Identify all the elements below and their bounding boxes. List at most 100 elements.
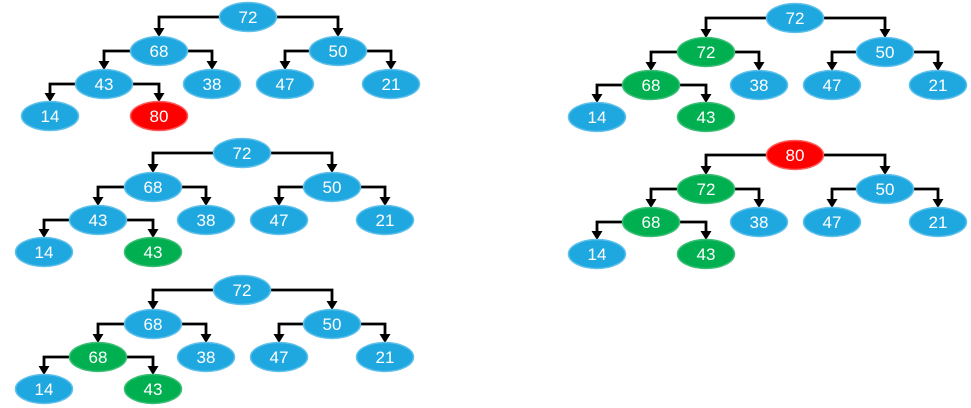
heap-node-L: 72 [676,173,736,205]
heap-node-value: 72 [233,281,252,300]
heap-node-ellipse [249,204,309,236]
arrowhead-icon [826,199,838,208]
arrowhead-icon [645,199,657,208]
arrowhead-icon [153,28,165,37]
heap-node-ellipse [123,308,183,340]
heap-node-RR: 21 [908,206,968,238]
heap-node-value: 68 [89,348,108,367]
heap-node-R: 50 [302,308,362,340]
heap-node-value: 50 [323,178,342,197]
arrowhead-icon [379,334,391,343]
edge-connector [911,187,940,201]
heap-node-R: 50 [308,35,368,67]
heap-node-root: 72 [218,1,278,33]
heap-node-value: 21 [376,348,395,367]
heap-node-value: 68 [144,315,163,334]
edge-connector [268,288,334,303]
heap-node-RL: 47 [249,204,309,236]
heap-node-ellipse [129,100,189,132]
heap-node-ellipse [802,69,862,101]
edge-connector [42,355,72,368]
arrowhead-icon [273,334,285,343]
heap-node-value: 47 [823,76,842,95]
arrowhead-icon [147,164,159,173]
arrowhead-icon [200,197,212,206]
edge-connector [151,288,216,303]
heap-node-value: 47 [823,213,842,232]
edge-connector [704,16,769,31]
heap-node-ellipse [676,173,736,205]
heap-node-value: 43 [697,108,716,127]
arrowhead-icon [326,164,338,173]
heap-node-ellipse [123,373,183,405]
heap-node-LL: 68 [621,69,681,101]
arrowhead-icon [879,29,891,38]
heap-node-LLR: 43 [676,238,736,270]
edge-connector [179,322,208,336]
heap-node-RR: 21 [355,204,415,236]
heap-node-ellipse [621,69,681,101]
arrowhead-icon [753,62,765,71]
edge-connector [48,82,78,95]
arrowhead-icon [591,231,603,240]
heap-node-value: 80 [786,146,805,165]
heap-node-R: 50 [302,171,362,203]
heap-node-LLL: 14 [567,101,627,133]
heap-node-value: 21 [382,75,401,94]
heap-node-value: 80 [150,107,169,126]
edge-connector [96,185,127,199]
heap-node-R: 50 [855,173,915,205]
heap-node-ellipse [676,36,736,68]
heap-node-value: 72 [697,43,716,62]
edge-connector [358,322,387,336]
heap-node-value: 50 [329,42,348,61]
edge-connector [704,153,769,168]
heap-node-LR: 38 [182,68,242,100]
arrowhead-icon [332,28,344,37]
heap-node-ellipse [729,206,789,238]
arrowhead-icon [273,197,285,206]
heap-node-ellipse [765,2,825,34]
edge-connector [649,50,680,64]
heap-node-ellipse [176,341,236,373]
edge-connector [911,50,940,64]
heap-node-ellipse [676,238,736,270]
arrowhead-icon [932,62,944,71]
heap-node-ellipse [355,341,415,373]
heap-node-value: 38 [197,348,216,367]
edge-connector [677,83,708,96]
edge-connector [151,151,216,166]
arrowhead-icon [153,93,165,102]
heap-node-value: 50 [323,315,342,334]
arrowhead-icon [932,199,944,208]
heap-node-value: 72 [233,144,252,163]
heap-node-R: 50 [855,36,915,68]
heap-node-ellipse [855,36,915,68]
heap-node-ellipse [74,68,134,100]
edge-connector [732,50,761,64]
heap-node-value: 21 [929,213,948,232]
heap-node-RL: 47 [255,68,315,100]
heap-node-value: 68 [642,76,661,95]
heap-node-ellipse [908,69,968,101]
heap-node-value: 68 [642,213,661,232]
heap-node-ellipse [14,373,74,405]
heap-node-ellipse [676,101,736,133]
heap-node-ellipse [212,274,272,306]
heap-node-ellipse [212,137,272,169]
heap-node-value: 72 [697,180,716,199]
heap-node-value: 14 [41,107,60,126]
heap-node-RR: 21 [361,68,421,100]
heap-node-ellipse [855,173,915,205]
edge-connector [130,82,161,95]
heap-node-value: 14 [35,243,54,262]
edge-connector [595,220,625,233]
edge-connector [821,16,887,31]
heap-node-RR: 21 [908,69,968,101]
